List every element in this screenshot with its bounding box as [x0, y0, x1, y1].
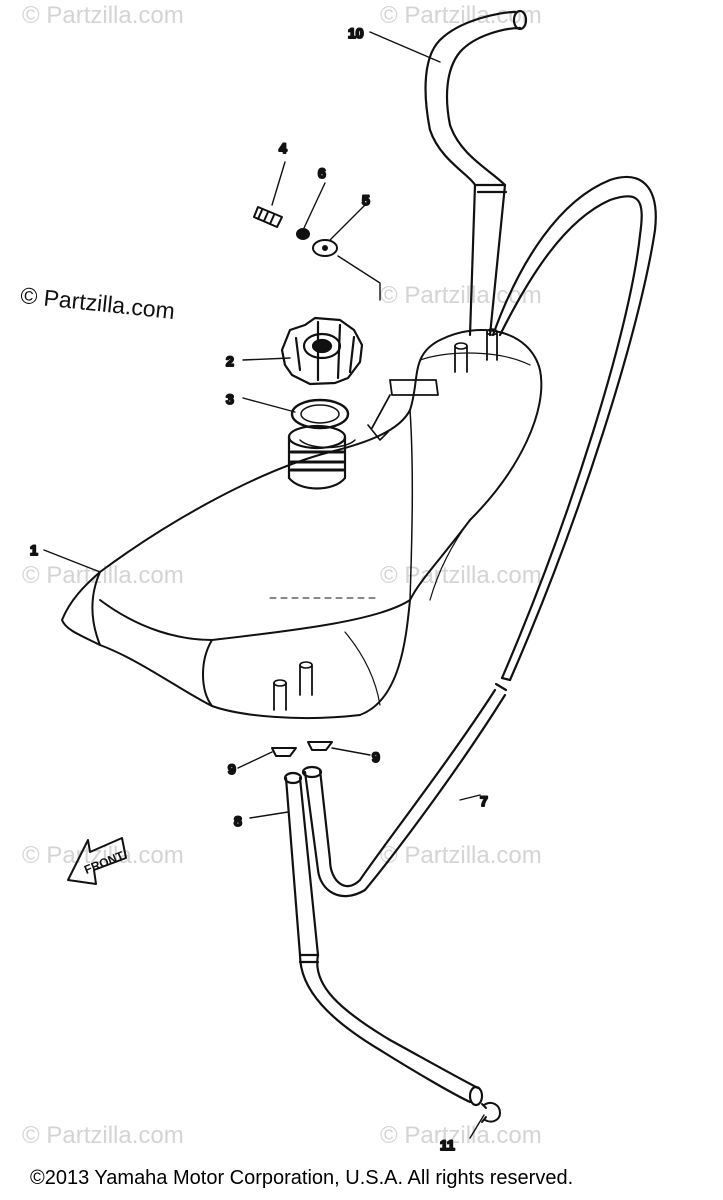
svg-text:FRONT: FRONT	[82, 848, 126, 877]
filler-neck	[287, 424, 347, 490]
callout-8: 8	[234, 813, 242, 829]
end-clip	[481, 1102, 501, 1123]
fuel-cap	[280, 316, 364, 386]
callout-9: 9	[228, 761, 236, 777]
long-hose	[301, 175, 657, 898]
leader-lines	[43, 31, 485, 1139]
watermark: © Partzilla.com	[380, 842, 542, 869]
fuel-hose	[283, 771, 484, 1107]
plate	[312, 239, 338, 257]
callout-9: 9	[372, 749, 380, 765]
watermark: © Partzilla.com	[380, 282, 542, 309]
callout-6: 6	[318, 165, 326, 181]
breather-hose	[424, 9, 528, 337]
watermark: © Partzilla.com	[22, 562, 184, 589]
washer	[296, 228, 310, 240]
callout-2: 2	[226, 353, 234, 369]
callout-5: 5	[362, 192, 370, 208]
callout-7: 7	[480, 793, 488, 809]
callout-11: 11	[440, 1137, 455, 1153]
callout-3: 3	[226, 391, 234, 407]
watermark: © Partzilla.com	[22, 2, 184, 29]
hose-clip	[271, 741, 333, 757]
fuel-tank	[61, 328, 543, 720]
callout-10: 10	[348, 25, 364, 41]
watermark: © Partzilla.com	[22, 1122, 184, 1149]
front-arrow-icon: FRONT	[67, 837, 127, 885]
callout-1: 1	[30, 542, 38, 558]
callout-4: 4	[279, 140, 287, 156]
watermark: © Partzilla.com	[380, 562, 542, 589]
leader-line	[337, 255, 381, 301]
cap-gasket	[290, 398, 350, 430]
watermark: © Partzilla.com	[380, 1122, 542, 1149]
screw	[253, 206, 283, 228]
copyright-notice: ©2013 Yamaha Motor Corporation, U.S.A. A…	[30, 1167, 574, 1189]
